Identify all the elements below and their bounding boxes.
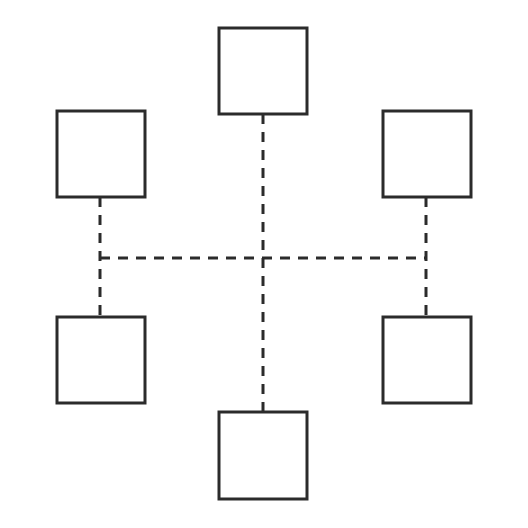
connectors — [98, 114, 428, 412]
nodes — [55, 26, 473, 501]
node-bottom-center — [217, 410, 309, 501]
node-top-center — [217, 26, 309, 116]
node-upper-left — [55, 109, 147, 199]
node-upper-right — [381, 109, 473, 199]
node-lower-right — [381, 315, 473, 405]
node-lower-left — [55, 315, 147, 405]
